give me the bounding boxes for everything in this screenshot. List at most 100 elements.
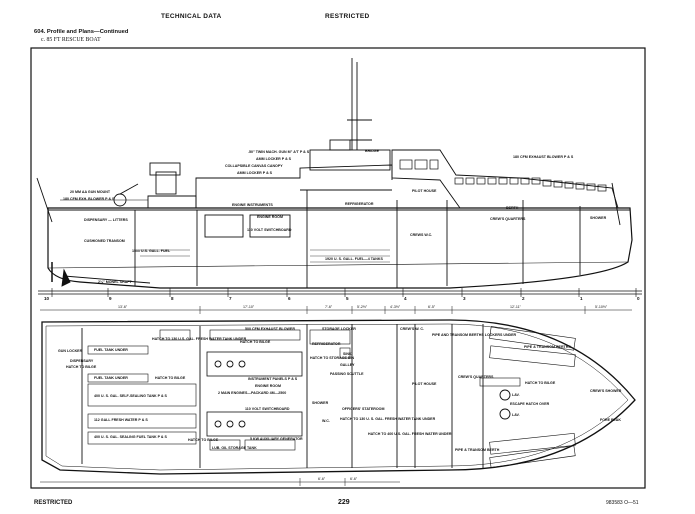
plan-exhaust-blower: 500 CFM EXHAUST BLOWER [245, 327, 295, 331]
dimension-line [40, 306, 632, 486]
plan-view [41, 319, 636, 475]
label-canvas-canopy: COLLAPSIBLE CANVAS CANOPY [225, 164, 283, 168]
section-title: 604. Profile and Plans—Continued [34, 29, 129, 35]
label-shower: SHOWER [590, 216, 607, 220]
section-subtitle: c. 85 FT RESCUE BOAT [41, 37, 101, 43]
dim-8: 5'-10½" [595, 305, 608, 309]
plan-crews-quarters: CREW'S QUARTERS [458, 375, 494, 379]
label-twin-mg: .50" TWIN MACH. GUN M" A′T P & S [248, 150, 310, 154]
station-1: 1 [580, 296, 583, 301]
plan-crews-shower: CREW'S SHOWER [590, 389, 622, 393]
plan-pipe-transom-berth: PIPE & TRANSOM BERTH [455, 448, 500, 452]
label-refrigerator: REFRIGERATOR [345, 202, 374, 206]
station-numbers: 10 9 8 7 6 5 4 3 2 1 0 [44, 296, 640, 301]
station-0: 0 [637, 296, 640, 301]
label-berth: BERTH [506, 206, 519, 210]
label-ammo-locker: AMM LOCKER P & S [237, 171, 273, 175]
station-5: 5 [346, 296, 349, 301]
plan-hatch-bilge-3: HATCH TO BILGE [155, 376, 186, 380]
label-pilot-house: PILOT HOUSE [412, 189, 437, 193]
station-4: 4 [404, 296, 407, 301]
plan-pipe-transom-berths: PIPE & TRANSOM BERTHS [524, 345, 571, 349]
label-fuel-tanks: 1920 U. S. GALL. FUEL—4 TANKS [325, 257, 383, 261]
plan-aux-gen: 5 KW AUXILIARY GENERATOR [250, 437, 303, 441]
profile-view [36, 58, 633, 289]
plan-officers-stateroom: OFFICERS' STATEROOM [342, 407, 384, 411]
plan-lav-2: LAV. [512, 413, 520, 417]
plan-pilot-house: PILOT HOUSE [412, 382, 437, 386]
plan-lav-1: LAV. [512, 393, 520, 397]
label-ammo-locker-ps: AMM LOCKER P & S [256, 157, 292, 161]
page-number: 229 [338, 499, 350, 506]
plan-crews-wc: CREW'S W. C. [400, 327, 424, 331]
plan-engine-room: ENGINE ROOM [255, 384, 281, 388]
plan-sealing-fuel: 400 U. S. GAL. SEALING FUEL TANK P & S [94, 435, 167, 439]
plan-hatch-bilge-5: HATCH TO BILGE [188, 438, 219, 442]
plan-storage-locker: STORAGE LOCKER [322, 327, 356, 331]
footer-left: RESTRICTED [34, 500, 73, 506]
header-right: RESTRICTED [325, 13, 370, 20]
label-exh-blower-ps: 180 CFM EXH. BLOWER P & S [63, 197, 115, 201]
plan-passing-scuttle: PASSING SCUTTLE [330, 372, 364, 376]
dim-1: 13'-6" [118, 305, 128, 309]
label-fuel-1500: 1500 U.S. GALL. FUEL [132, 249, 171, 253]
station-10: 10 [44, 296, 50, 301]
dim-5: 4'-3½" [390, 305, 401, 309]
station-3: 3 [463, 296, 466, 301]
plan-switchboard: 110 VOLT SWITCHBOARD [245, 407, 290, 411]
plan-hatch-400: HATCH TO 400 U.S. GAL. FRESH WATER UNDER [368, 432, 452, 436]
label-crews-quarters: CREW'S QUARTERS [490, 217, 526, 221]
dimension-labels: 13'-6" 17'-10" 7'-6" 5'-2½" 4'-3½" 6'-5"… [118, 305, 608, 481]
plan-instrument-panels: INSTRUMENT PANELS P & S [248, 377, 298, 381]
dim-10: 6'-6" [350, 477, 358, 481]
label-monel-shaft: 2¼" MONEL SHAFT [98, 280, 132, 284]
dim-9: 6'-6" [318, 477, 326, 481]
dim-7: 12'-11" [510, 305, 522, 309]
label-dispensary: DISPENSARY — LITTERS [84, 218, 128, 222]
plan-self-sealing: 400 U. S. GAL. SELF-SEALING TANK P & S [94, 394, 168, 398]
header-left: TECHNICAL DATA [161, 13, 222, 20]
label-cushioned-transom: CUSHIONED TRANSOM [84, 239, 125, 243]
plan-hatch-bilge-2: HATCH TO BILGE [66, 365, 97, 369]
plan-main-engines: 2 MAIN ENGINES—PACKARD 4M—2500 [218, 391, 286, 395]
plan-sink: SINK [343, 352, 352, 356]
station-7: 7 [229, 296, 232, 301]
label-aa-gun: 20 MM AA GUN MOUNT [70, 190, 111, 194]
dim-6: 6'-5" [428, 305, 436, 309]
station-2: 2 [522, 296, 525, 301]
station-6: 6 [288, 296, 291, 301]
label-bridge: BRIDGE [365, 149, 380, 153]
label-switchboard: 110 VOLT SWITCHBOARD [247, 228, 292, 232]
plan-hatch-bilge-4: HATCH TO BILGE [525, 381, 556, 385]
plan-hatch-130: HATCH TO 130 U.S. GAL. FRESH WATER TANK … [152, 337, 247, 341]
plan-hatch-storage: HATCH TO STORAGE BIN [310, 356, 355, 360]
label-exhaust-blower: 180 CFM EXHAUST BLOWER P & S [513, 155, 574, 159]
plan-hatch-bilge-1: HATCH TO BILGE [240, 340, 271, 344]
plan-wc: W.C. [322, 419, 330, 423]
plan-fore-peak: FORE PEAK [600, 418, 621, 422]
plan-escape-hatch: ESCAPE HATCH OVER [510, 402, 550, 406]
plan-fuel-tank-under-2: FUEL TANK UNDER [94, 376, 128, 380]
plan-labels: 500 CFM EXHAUST BLOWER STORAGE LOCKER CR… [58, 327, 622, 452]
plan-fuel-water: 112 GALL FRESH WATER P & S [94, 418, 148, 422]
plan-fuel-tank-under: FUEL TANK UNDER [94, 348, 128, 352]
plan-lub-oil: LUB. OIL STORAGE TANK [212, 446, 257, 450]
plan-dispensary: DISPENSARY [70, 359, 94, 363]
station-9: 9 [109, 296, 112, 301]
dim-3: 7'-6" [325, 305, 333, 309]
label-engine-instruments: ENGINE INSTRUMENTS [232, 203, 273, 207]
plan-shower: SHOWER [312, 401, 329, 405]
label-engine-room: ENGINE ROOM [257, 215, 283, 219]
plan-gun-locker: GUN LOCKER [58, 349, 83, 353]
plan-pipe-transom: PIPE AND TRANSOM BERTHS LOCKERS UNDER [432, 333, 517, 337]
station-8: 8 [171, 296, 174, 301]
dim-2: 17'-10" [243, 305, 255, 309]
footer-right: 983583 O—51 [606, 500, 639, 506]
profile-labels: .50" TWIN MACH. GUN M" A′T P & S AMM LOC… [63, 149, 607, 284]
label-crews-wc: CREWS W.C. [410, 233, 432, 237]
plan-hatch-130b: HATCH TO 130 U. S. GAL. FRESH WATER TANK… [340, 417, 436, 421]
dim-4: 5'-2½" [357, 305, 368, 309]
plan-refrigerator: REFRIGERATOR [312, 342, 341, 346]
station-scale [38, 288, 642, 297]
